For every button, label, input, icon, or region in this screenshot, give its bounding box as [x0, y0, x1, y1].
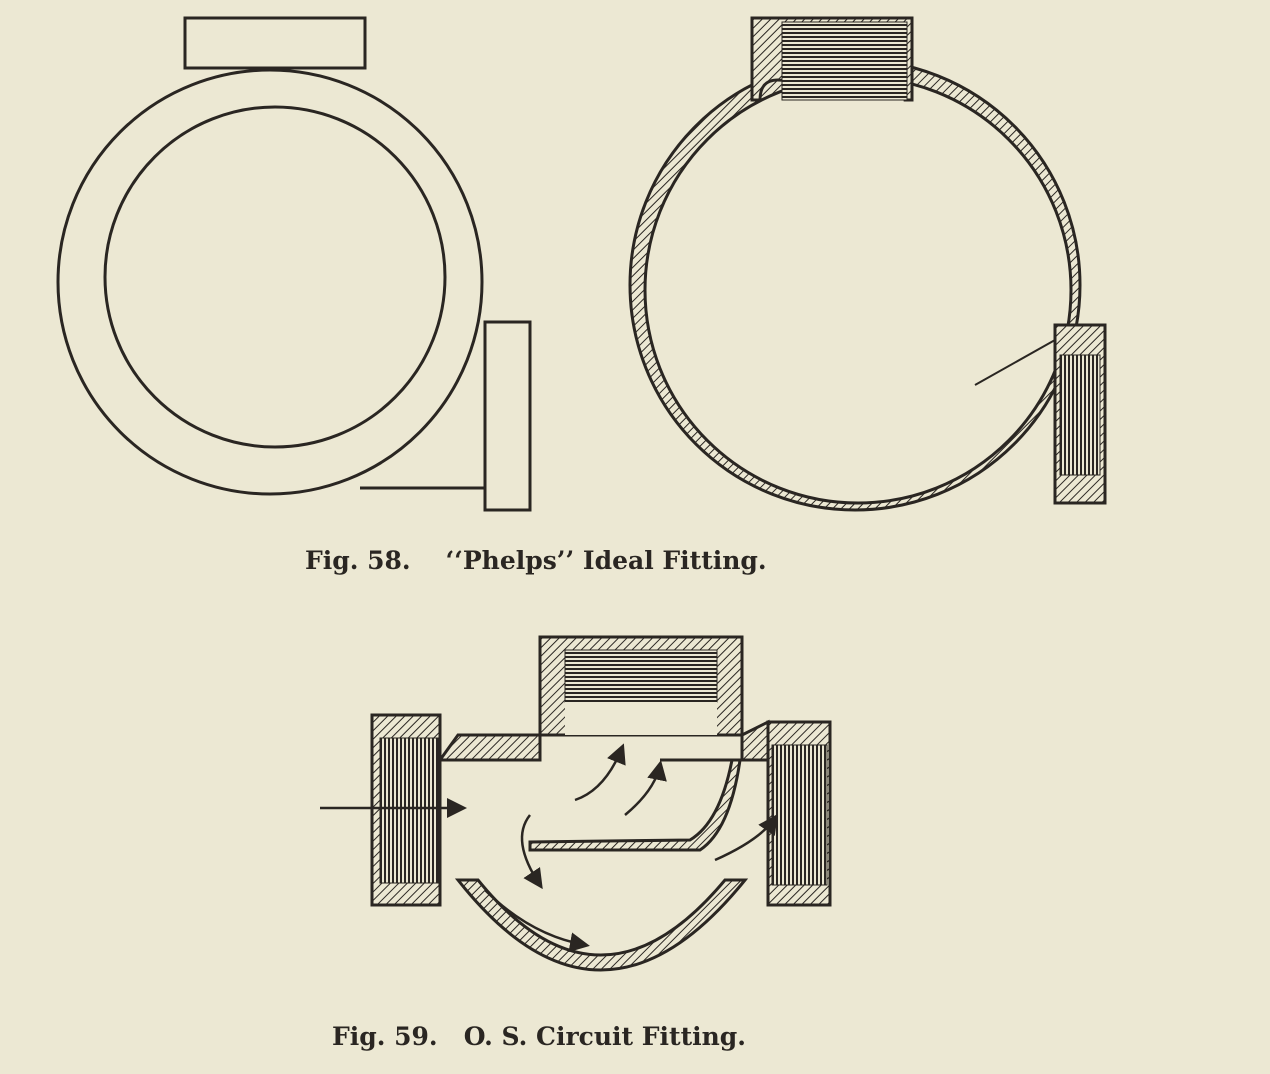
fig59-number: Fig. 59.: [332, 1022, 438, 1051]
fig58-section-view: [628, 16, 1107, 512]
flow-arrows: [320, 743, 778, 953]
fig58-caption: Fig. 58. ‘‘Phelps’’ Ideal Fitting.: [305, 546, 767, 575]
fig59-title: O. S. Circuit Fitting.: [463, 1022, 746, 1051]
top-outlet: [183, 16, 367, 70]
fig58-number: Fig. 58.: [305, 546, 411, 575]
fig59-caption: Fig. 59. O. S. Circuit Fitting.: [332, 1022, 746, 1051]
fig58-title: ‘‘Phelps’’ Ideal Fitting.: [445, 546, 767, 575]
inner-circle: [103, 105, 447, 449]
outer-body: [56, 68, 484, 496]
fig59-section-view: [370, 635, 832, 972]
side-outlet: [483, 320, 532, 512]
fig58-exterior-view: [56, 16, 532, 512]
